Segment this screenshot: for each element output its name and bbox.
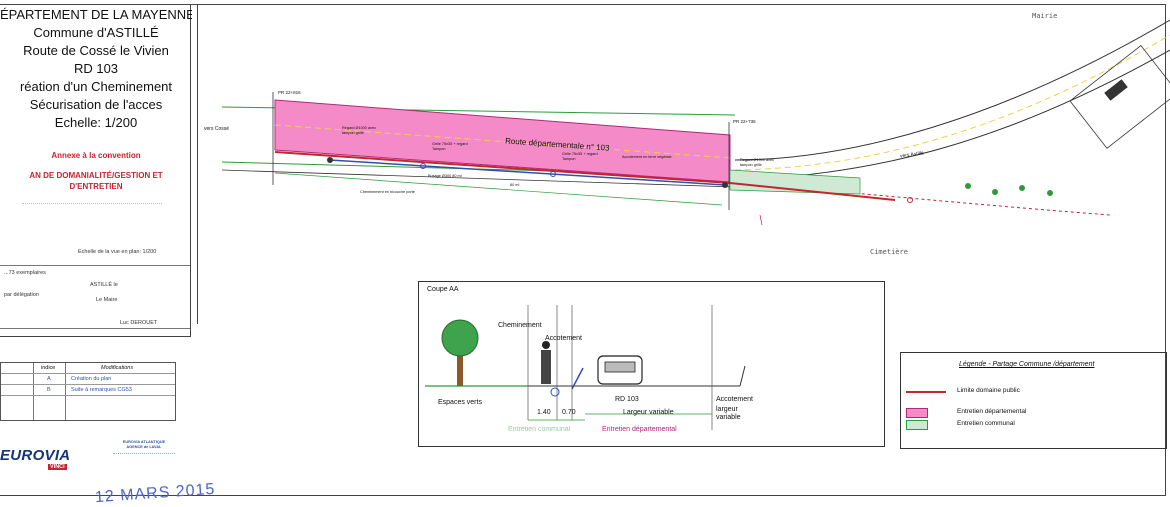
eurovia-logo: EUROVIA <box>0 447 71 464</box>
info-left-2: par délégation <box>4 292 39 298</box>
info-mid-2: Le Maire <box>96 297 118 303</box>
title-line-2: Commune d'ASTILLÉ <box>33 25 159 40</box>
title-separator-2 <box>0 328 190 329</box>
section-cheminement-label: Cheminement <box>498 322 542 329</box>
busage-pipe <box>329 159 726 186</box>
regard-icon <box>907 197 913 203</box>
cheminement-plan-label: Cheminement en bicouche porte <box>360 190 415 194</box>
limite-domaine-public <box>729 182 896 201</box>
title-line-3: Route de Cossé le Vivien <box>23 43 169 58</box>
url-line <box>22 198 162 204</box>
regard-left-label: Regard Ø1000 avec tampon grille <box>342 126 376 135</box>
pink-centerline <box>274 124 731 159</box>
legend-item-label: Entretien communal <box>957 420 1015 427</box>
pr-right-label: PR 22+736 <box>733 119 756 124</box>
espaces-verts-label: Espaces verts <box>438 399 482 406</box>
modifications-table: indice Modifications A Création du plan … <box>0 362 176 421</box>
regard-icon <box>327 157 333 163</box>
cimetiere-label: Cimetière <box>870 248 908 256</box>
largeur-right-label: largeur variable <box>716 406 741 421</box>
legend-item-label: Entretien départemental <box>957 408 1027 415</box>
tree-icon <box>1047 190 1053 196</box>
mairie-parking <box>1069 45 1170 149</box>
title-separator-1 <box>0 265 190 266</box>
title-block <box>0 4 191 337</box>
road-edge-south <box>734 49 1170 181</box>
mod-row-indice: A <box>47 376 51 382</box>
section-rd-label: RD 103 <box>615 396 639 403</box>
chemin-edge <box>221 169 736 188</box>
road-centerline <box>734 34 1170 171</box>
mod-row-text: Suite à remarques CG53 <box>71 387 132 393</box>
road-edge-north <box>734 19 1170 161</box>
grille-right-label: Grille 75x35 + regard Tampon <box>562 152 598 161</box>
agency-line-1: EUROVIA ATLANTIQUE <box>122 440 166 444</box>
scale-note: Echelle de la vue en plan: 1/200 <box>78 249 157 255</box>
tree-icon <box>965 183 971 189</box>
legend-item-label: Limite domaine public <box>957 387 1020 394</box>
legend: Légende - Partage Commune /département L… <box>900 352 1167 449</box>
grille-icon <box>420 163 426 169</box>
vers-cosse-label: vers Cossé <box>204 126 230 132</box>
grille-icon <box>550 171 556 177</box>
title-line-7: Echelle: 1/200 <box>54 115 138 130</box>
vinci-logo: VINCI <box>48 464 67 470</box>
legend-swatch-communal <box>906 420 928 430</box>
drawing-frame <box>0 4 1166 496</box>
title-line-4: RD 103 <box>73 61 119 76</box>
mairie-label: Mairie <box>1032 12 1058 20</box>
tree-icon <box>992 189 998 195</box>
mod-row-indice: B <box>47 387 51 393</box>
title-line-1: ÉPARTEMENT DE LA MAYENNE <box>0 7 192 22</box>
section-accotement-right-label: Accotement <box>716 396 753 403</box>
section-title: Coupe AA <box>427 286 459 293</box>
annex-label: Annexe à la convention <box>51 151 141 160</box>
buse-label: Busage Ø300 80 ml <box>428 174 462 178</box>
parked-car-icon <box>1104 79 1128 101</box>
mod-header-indice: indice <box>41 365 56 371</box>
entretien-communal-section-label: Entretien communal <box>508 426 571 433</box>
grille-left-label: Grille 75x35 + regard Tampon <box>432 142 468 151</box>
info-left: ...73 exemplaires <box>4 270 46 276</box>
limite-domaine-public <box>274 151 731 184</box>
regard-right-label: Regard Ø1000 avec tampon grille <box>740 158 774 167</box>
regard-icon <box>722 182 728 188</box>
plan-title-2: D'ENTRETIEN <box>69 182 123 191</box>
length-label: 80 ml <box>510 183 520 187</box>
legend-swatch-limite <box>906 391 946 393</box>
plan-title-1: AN DE DOMANIALITÉ/GESTION ET <box>29 171 163 180</box>
agency-block: EUROVIA ATLANTIQUE AGENCE de LAVAL <box>113 440 175 468</box>
title-line-6: Sécurisation de l'acces <box>29 97 163 112</box>
info-mid: ASTILLÉ le <box>90 282 118 288</box>
section-accotement-left-label: Accotement <box>545 335 582 342</box>
boundary-dashed <box>759 184 1111 216</box>
mod-row-text: Création du plan <box>71 376 112 382</box>
accotement-plan-label: Accotement en terre végétale <box>622 155 672 159</box>
dim-1-label: 1.40 <box>537 409 551 416</box>
title-line-5: réation d'un Cheminement <box>19 79 173 94</box>
info-name: Luc DEROUET <box>120 320 158 326</box>
sheet-divider <box>197 4 198 324</box>
largeur-label: Largeur variable <box>623 409 674 416</box>
section-aa: Coupe AA <box>418 281 885 447</box>
agency-line-2: AGENCE de LAVAL <box>126 445 162 449</box>
pr-left-label: PR 22+816 <box>278 90 301 95</box>
dimension-line <box>274 172 723 206</box>
entretien-departemental-section-label: Entretien départemental <box>602 426 677 433</box>
legend-title: Légende - Partage Commune /département <box>959 361 1095 368</box>
legend-swatch-departemental <box>906 408 928 418</box>
mod-header-modifications: Modifications <box>101 365 134 371</box>
tree-icon <box>1019 185 1025 191</box>
dim-2-label: 0.70 <box>562 409 576 416</box>
